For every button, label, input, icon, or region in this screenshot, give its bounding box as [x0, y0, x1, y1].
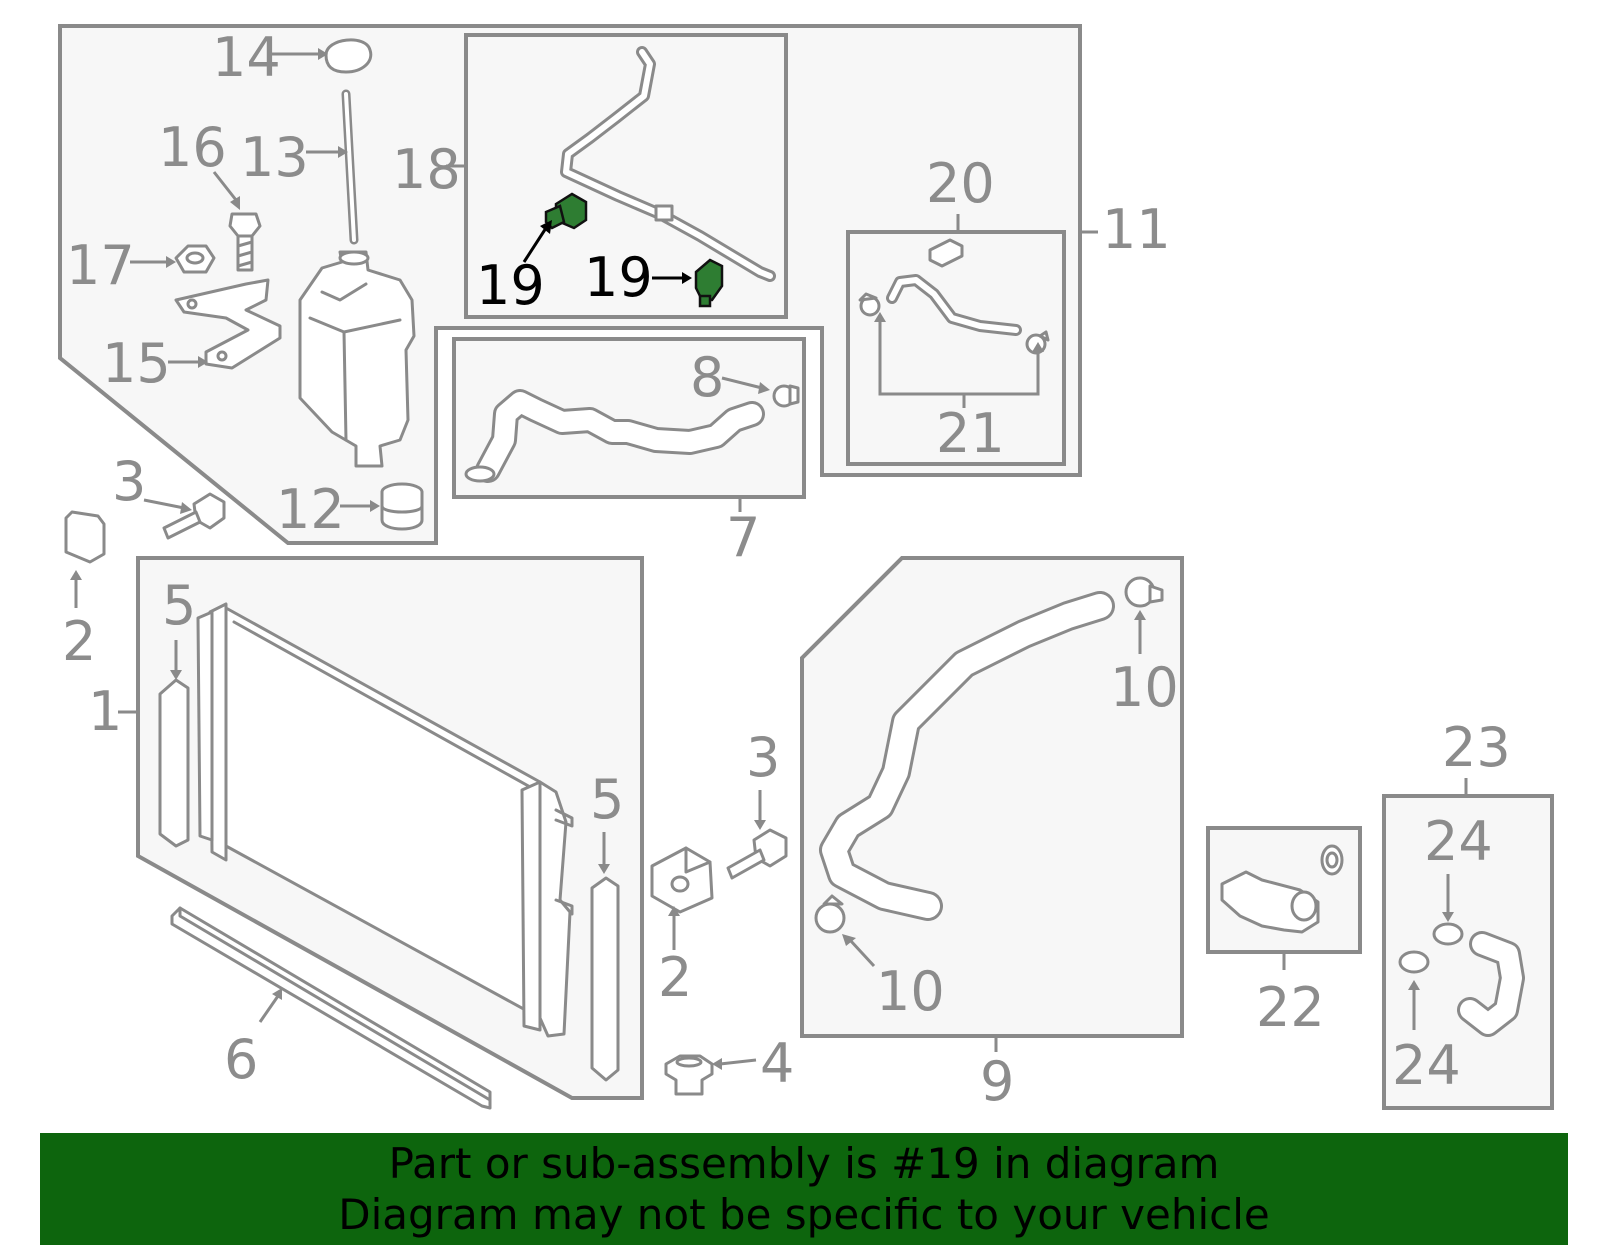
- callout-13: 13: [240, 126, 309, 189]
- callout-5-right: 5: [590, 768, 624, 831]
- hose-21: [886, 274, 1022, 336]
- clamp-24-upper: [1432, 922, 1464, 946]
- reservoir-cap: [324, 38, 373, 74]
- callout-19-right[interactable]: 19: [584, 246, 653, 309]
- callout-6: 6: [224, 1028, 258, 1091]
- callout-14: 14: [212, 26, 281, 89]
- bolt-3-mid: [726, 828, 788, 880]
- bracket-15: [174, 278, 282, 370]
- hose-23: [1457, 931, 1525, 1037]
- callout-9: 9: [980, 1050, 1014, 1113]
- hose-9: [819, 591, 1115, 921]
- clamp-8: [772, 384, 800, 408]
- callout-12: 12: [276, 478, 345, 541]
- hose-7: [464, 389, 765, 483]
- bracket-2-mid: [650, 846, 714, 914]
- clamp-10-upper: [1124, 576, 1164, 608]
- callout-21: 21: [936, 402, 1005, 465]
- callout-5-left: 5: [162, 574, 196, 637]
- cushion-12: [380, 482, 424, 531]
- callout-3-mid: 3: [746, 726, 780, 789]
- group-18-outline: [464, 33, 788, 319]
- callout-8: 8: [690, 346, 724, 409]
- callout-15: 15: [102, 332, 171, 395]
- info-banner: Part or sub-assembly is #19 in diagram D…: [40, 1133, 1568, 1245]
- group-9-outline: [800, 556, 1184, 1038]
- vent-hose-18: [560, 46, 776, 282]
- clip-20: [928, 238, 964, 268]
- bolt-16: [228, 212, 262, 272]
- callout-10-lower: 10: [876, 960, 945, 1023]
- callout-20: 20: [926, 152, 995, 215]
- clamp-21-left: [858, 292, 881, 317]
- radiator-core: [196, 602, 574, 1038]
- air-guide-5-left: [158, 678, 190, 848]
- callout-24-upper: 24: [1424, 810, 1493, 873]
- callout-18: 18: [392, 138, 461, 201]
- reservoir-tank: [298, 250, 416, 468]
- callout-16: 16: [158, 116, 227, 179]
- callout-4: 4: [760, 1032, 794, 1095]
- nut-17: [174, 244, 216, 274]
- leader-lines: [70, 48, 1468, 1070]
- callout-2-mid: 2: [658, 946, 692, 1009]
- grommet-4: [664, 1054, 714, 1096]
- callout-11: 11: [1102, 198, 1171, 261]
- callout-3-upper: 3: [112, 450, 146, 513]
- callout-7: 7: [726, 506, 760, 569]
- seal-6: [170, 906, 492, 1110]
- clip-2-left: [64, 510, 106, 564]
- callout-23: 23: [1442, 716, 1511, 779]
- sensor-19-right[interactable]: [694, 258, 724, 308]
- callout-17: 17: [66, 234, 135, 297]
- banner-line-part: Part or sub-assembly is #19 in diagram: [388, 1139, 1220, 1188]
- bolt-3-upper: [162, 492, 226, 540]
- banner-line-disclaimer: Diagram may not be specific to your vehi…: [338, 1190, 1270, 1239]
- callout-2-left: 2: [62, 610, 96, 673]
- callout-1: 1: [88, 680, 122, 743]
- clamp-24-lower: [1398, 950, 1430, 974]
- callout-19-left[interactable]: 19: [476, 254, 545, 317]
- thermostat-22: [1220, 844, 1344, 934]
- clamp-10-lower: [814, 894, 846, 934]
- air-guide-5-right: [590, 876, 620, 1082]
- callout-24-lower: 24: [1392, 1034, 1461, 1097]
- callout-22: 22: [1256, 976, 1325, 1039]
- callout-10-upper: 10: [1110, 656, 1179, 719]
